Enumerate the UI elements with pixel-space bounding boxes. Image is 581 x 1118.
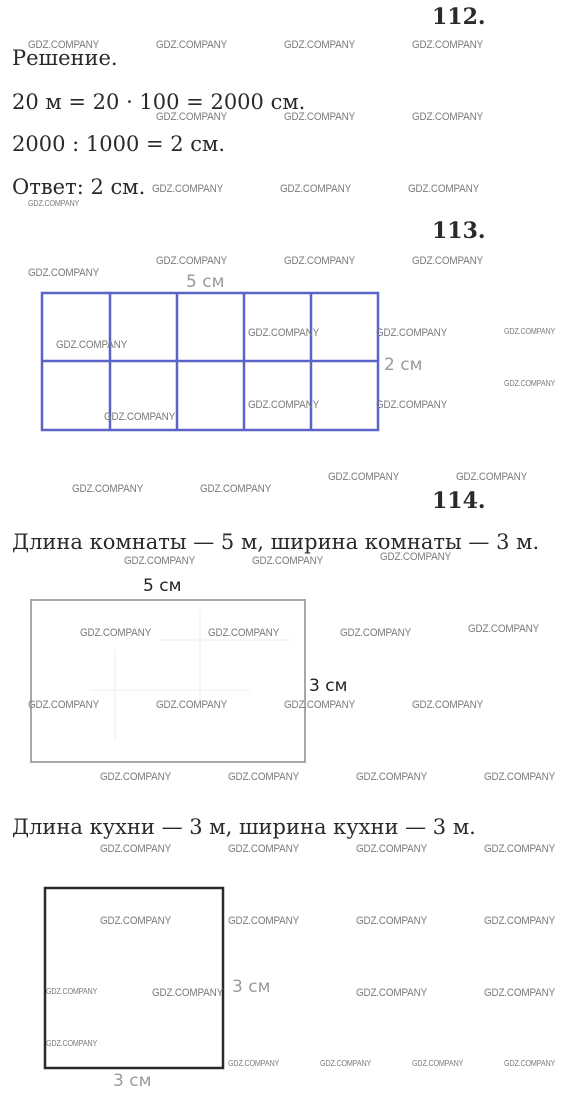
watermark: GDZ.COMPANY [156,111,228,123]
watermark: GDZ.COMPANY [484,771,556,783]
solution-heading: Решение. [12,46,118,70]
room-top-label: 5 см [143,576,182,596]
task-113-number: 113. [432,218,486,244]
watermark: GDZ.COMPANY [104,411,176,423]
watermark: GDZ.COMPANY [356,987,428,999]
kitchen-bottom-label: 3 см [113,1071,152,1091]
watermark: GDZ.COMPANY [356,915,428,927]
watermark: GDZ.COMPANY [28,699,100,711]
watermark: GDZ.COMPANY [28,39,100,51]
watermark: GDZ.COMPANY [80,627,152,639]
watermark: GDZ.COMPANY [72,483,144,495]
room-rectangle [30,599,306,763]
watermark: GDZ.COMPANY [46,1039,98,1048]
watermark: GDZ.COMPANY [328,471,400,483]
watermark: GDZ.COMPANY [376,327,448,339]
watermark: GDZ.COMPANY [412,255,484,267]
watermark: GDZ.COMPANY [320,1059,372,1068]
watermark: GDZ.COMPANY [46,987,98,996]
watermark: GDZ.COMPANY [284,111,356,123]
watermark: GDZ.COMPANY [156,699,228,711]
watermark: GDZ.COMPANY [376,399,448,411]
solution-line-1: 20 м = 20 · 100 = 2000 см. [12,90,306,114]
answer-line: Ответ: 2 см. [12,175,146,199]
watermark: GDZ.COMPANY [340,627,412,639]
watermark: GDZ.COMPANY [284,39,356,51]
watermark: GDZ.COMPANY [156,255,228,267]
solution-line-2: 2000 : 1000 = 2 см. [12,132,226,156]
watermark: GDZ.COMPANY [408,183,480,195]
watermark: GDZ.COMPANY [228,915,300,927]
grid-top-label: 5 см [186,272,225,292]
kitchen-side-label: 3 см [232,977,271,997]
watermark: GDZ.COMPANY [100,771,172,783]
watermark: GDZ.COMPANY [356,843,428,855]
watermark: GDZ.COMPANY [280,183,352,195]
watermark: GDZ.COMPANY [228,771,300,783]
task-112-number: 112. [432,4,486,30]
faint-grid-traces [90,610,290,740]
watermark: GDZ.COMPANY [100,915,172,927]
watermark: GDZ.COMPANY [484,915,556,927]
watermark: GDZ.COMPANY [252,555,324,567]
watermark: GDZ.COMPANY [284,255,356,267]
watermark: GDZ.COMPANY [380,551,452,563]
watermark: GDZ.COMPANY [504,1059,556,1068]
watermark: GDZ.COMPANY [28,267,100,279]
watermark: GDZ.COMPANY [284,699,356,711]
watermark: GDZ.COMPANY [124,555,196,567]
watermark: GDZ.COMPANY [248,327,320,339]
watermark: GDZ.COMPANY [356,771,428,783]
watermark: GDZ.COMPANY [156,39,228,51]
watermark: GDZ.COMPANY [56,339,128,351]
watermark: GDZ.COMPANY [504,379,556,388]
watermark: GDZ.COMPANY [200,483,272,495]
watermark: GDZ.COMPANY [208,627,280,639]
rectangle-grid-5x2 [40,291,380,432]
watermark: GDZ.COMPANY [484,843,556,855]
watermark: GDZ.COMPANY [484,987,556,999]
watermark: GDZ.COMPANY [412,39,484,51]
watermark: GDZ.COMPANY [468,623,540,635]
watermark: GDZ.COMPANY [152,987,224,999]
watermark: GDZ.COMPANY [412,1059,464,1068]
watermark: GDZ.COMPANY [412,699,484,711]
task-114-number: 114. [432,488,486,514]
watermark: GDZ.COMPANY [412,111,484,123]
watermark: GDZ.COMPANY [228,843,300,855]
watermark: GDZ.COMPANY [248,399,320,411]
watermark: GDZ.COMPANY [100,843,172,855]
watermark: GDZ.COMPANY [456,471,528,483]
kitchen-square [43,886,225,1070]
watermark: GDZ.COMPANY [228,1059,280,1068]
watermark: GDZ.COMPANY [504,327,556,336]
room-side-label: 3 см [309,676,348,696]
watermark: GDZ.COMPANY [152,183,224,195]
kitchen-dimensions-text: Длина кухни — 3 м, ширина кухни — 3 м. [12,815,476,839]
room-dimensions-text: Длина комнаты — 5 м, ширина комнаты — 3 … [12,530,540,554]
grid-side-label: 2 см [384,355,423,375]
watermark: GDZ.COMPANY [28,199,80,208]
